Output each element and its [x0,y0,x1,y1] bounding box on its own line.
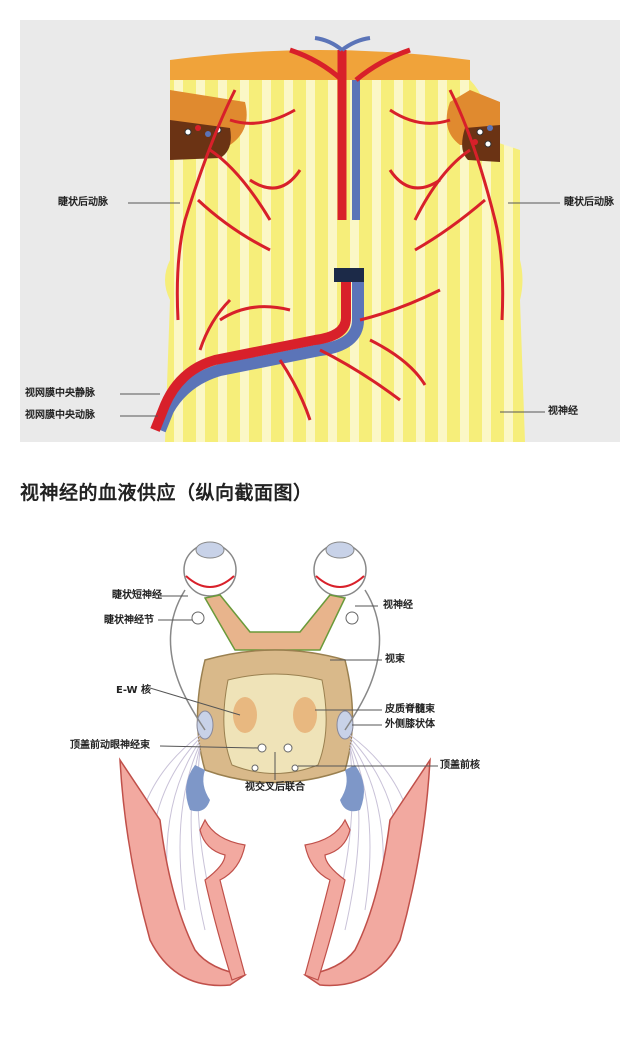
ventricle-left [186,765,210,812]
pupillary-pathway-illustration [119,541,438,987]
visual-cortex-right [302,757,431,987]
ventricle-right [340,765,364,812]
label-lateral-geniculate-body: 外侧膝状体 [385,719,435,730]
leader-lines-2 [149,595,438,780]
ciliary-nerve-right [344,589,381,731]
calcarine-right [304,818,351,981]
corticospinal-left [233,697,257,733]
label-posterior-commissure: 视交叉后联合 [245,782,305,793]
label-central-retinal-artery: 视网膜中央动脉 [25,410,95,421]
label-ciliary-artery-right: 睫状后动脉 [564,197,614,208]
pupillary-pathway-figure: 睫状短神经 睫状神经节 E-W 核 顶盖前动眼神经束 视交叉后联合 视神经 视束… [0,520,640,1040]
label-corticospinal-tract: 皮质脊髓束 [385,704,435,715]
vessel-cut-marker [334,268,364,282]
label-optic-nerve: 视神经 [548,406,578,417]
ciliary-ganglion-left [191,611,205,625]
label-optic-nerve-2: 视神经 [383,600,413,611]
leader-lines [120,202,560,417]
figure-caption: 视神经的血液供应（纵向截面图） [20,482,313,504]
ciliary-ganglion-right [345,611,359,625]
lgb-right [336,710,354,740]
label-optic-tract: 视束 [385,654,405,665]
central-artery-lower [150,282,351,432]
optic-nerve-blood-supply-figure [20,20,620,442]
visual-cortex-left [119,757,248,987]
left-eye [183,541,237,597]
optic-chiasm [203,594,347,651]
right-eye [313,541,367,597]
calcarine-left [199,818,246,981]
arterial-branches [175,89,505,421]
label-central-retinal-vein: 视网膜中央静脉 [25,388,95,399]
optic-nerve-illustration [120,36,560,442]
label-pretectal-nucleus: 顶盖前核 [440,760,480,771]
label-pretectal-oculomotor-tract: 顶盖前动眼神经束 [70,740,150,751]
label-ew-nucleus: E-W 核 [116,685,152,696]
label-ciliary-ganglion: 睫状神经节 [104,615,154,626]
choroid-right [462,125,500,162]
nuclei [251,743,299,772]
label-short-ciliary-nerve: 睫状短神经 [112,590,162,601]
ciliary-nerve-left [169,589,206,731]
central-vein-lower [154,282,364,433]
label-ciliary-artery-left: 睫状后动脉 [58,197,108,208]
corticospinal-right [293,697,317,733]
lgb-left [196,710,214,740]
